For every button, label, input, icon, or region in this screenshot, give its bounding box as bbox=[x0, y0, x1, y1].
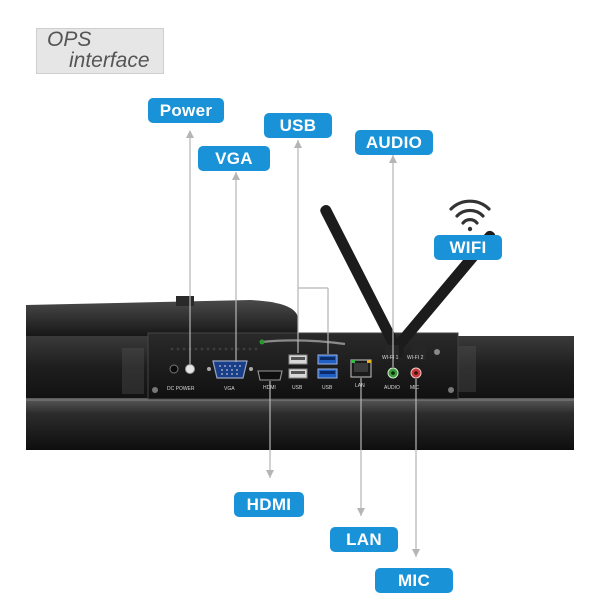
label-audio: AUDIO bbox=[355, 130, 433, 155]
title-line-2: interface bbox=[69, 49, 150, 72]
label-lan: LAN bbox=[330, 527, 398, 552]
module-cable bbox=[261, 339, 346, 346]
screw-left bbox=[152, 387, 158, 393]
wifi-connector-2 bbox=[434, 349, 440, 355]
vent-holes bbox=[170, 347, 258, 351]
panel-label-usb-1: USB bbox=[292, 385, 303, 391]
guide-lines bbox=[186, 130, 420, 557]
screw-right bbox=[448, 387, 454, 393]
vga-port bbox=[212, 360, 248, 379]
label-wifi: WIFI bbox=[434, 235, 502, 260]
ops-interface-title: OPS interface bbox=[36, 28, 164, 74]
panel-label-lan: LAN bbox=[355, 383, 365, 389]
label-mic: MIC bbox=[375, 568, 453, 593]
label-power: Power bbox=[148, 98, 224, 123]
hdmi-port bbox=[257, 370, 283, 381]
panel-label-vga: VGA bbox=[224, 386, 235, 392]
label-usb: USB bbox=[264, 113, 332, 138]
panel-label-wifi-1: WI-FI 1 bbox=[382, 355, 399, 361]
dc-power-jack bbox=[169, 364, 179, 374]
display-housing-top bbox=[26, 300, 298, 338]
power-button bbox=[185, 364, 195, 374]
wifi-signal-icon bbox=[449, 199, 491, 232]
display-shelf bbox=[26, 398, 574, 450]
panel-label-audio: AUDIO bbox=[384, 385, 400, 391]
label-hdmi: HDMI bbox=[234, 492, 304, 517]
wifi-antennas bbox=[320, 205, 496, 360]
panel-label-wifi-2: WI-FI 2 bbox=[407, 355, 424, 361]
label-vga: VGA bbox=[198, 146, 270, 171]
bezel-left-edge bbox=[122, 348, 144, 394]
housing-clip bbox=[176, 296, 194, 306]
title-line-1: OPS bbox=[47, 28, 92, 51]
panel-label-usb-2: USB bbox=[322, 385, 333, 391]
panel-label-mic: MIC bbox=[410, 385, 420, 391]
panel-label-hdmi: HDMI bbox=[263, 385, 276, 391]
bezel-right-edge bbox=[454, 346, 476, 392]
panel-label-dc-power: DC POWER bbox=[167, 386, 195, 392]
